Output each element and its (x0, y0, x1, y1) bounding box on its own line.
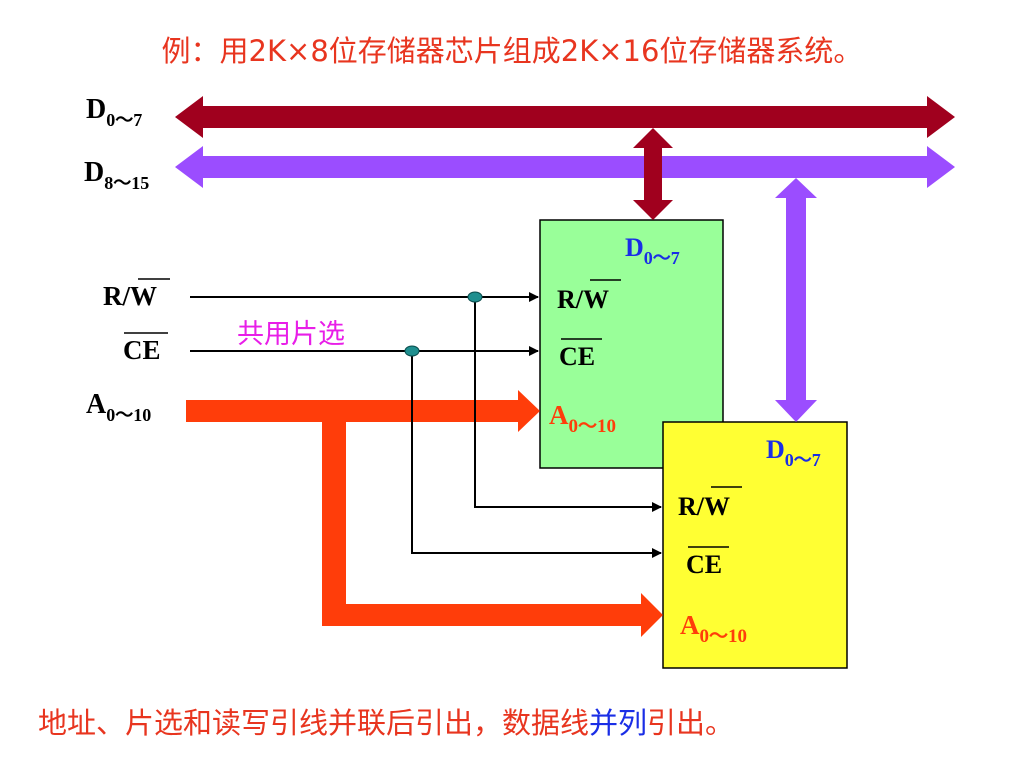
footer-note: 地址、片选和读写引线并联后引出，数据线并列引出。 (38, 700, 734, 742)
chip2-data-label: D0～7 (766, 435, 821, 470)
address-bus-to-chip1 (186, 390, 540, 432)
data-bus-low (175, 96, 955, 138)
footer-part1: 地址、片选和读写引线并联后引出，数据线 (38, 706, 590, 740)
chip1-data-connector (633, 128, 673, 220)
rw-junction-dot (467, 291, 483, 303)
chip2-addr-label: A0～10 (680, 610, 747, 647)
data-bus-high (175, 146, 955, 188)
bus-high-label: D8～15 (84, 157, 149, 193)
page-title: 例：用2K×8位存储器芯片组成2K×16位存储器系统。 (161, 34, 863, 68)
rw-line-chip2 (474, 297, 662, 512)
chip2-rw-label: R/W (678, 492, 730, 521)
ce-junction-dot (404, 345, 420, 357)
shared-select-label: 共用片选 (237, 319, 345, 350)
ce-input-label: CE (123, 335, 161, 365)
chip2-ce-label: CE (686, 550, 722, 579)
chip1-ce-label: CE (559, 342, 595, 371)
footer-part2: 引出。 (647, 706, 735, 740)
chip1-addr-label: A0～10 (549, 400, 616, 437)
address-bus-to-chip2 (322, 411, 663, 637)
chip1-data-label: D0～7 (625, 233, 680, 268)
rw-input-label: R/W (103, 281, 157, 311)
chip2-data-connector (775, 178, 817, 422)
chip2-box (662, 421, 848, 669)
ce-line-chip2 (411, 351, 662, 558)
footer-highlight: 并列 (589, 706, 648, 740)
chip1-rw-label: R/W (557, 285, 609, 314)
addr-input-label: A0～10 (86, 389, 151, 425)
bus-low-label: D0～7 (86, 94, 142, 130)
